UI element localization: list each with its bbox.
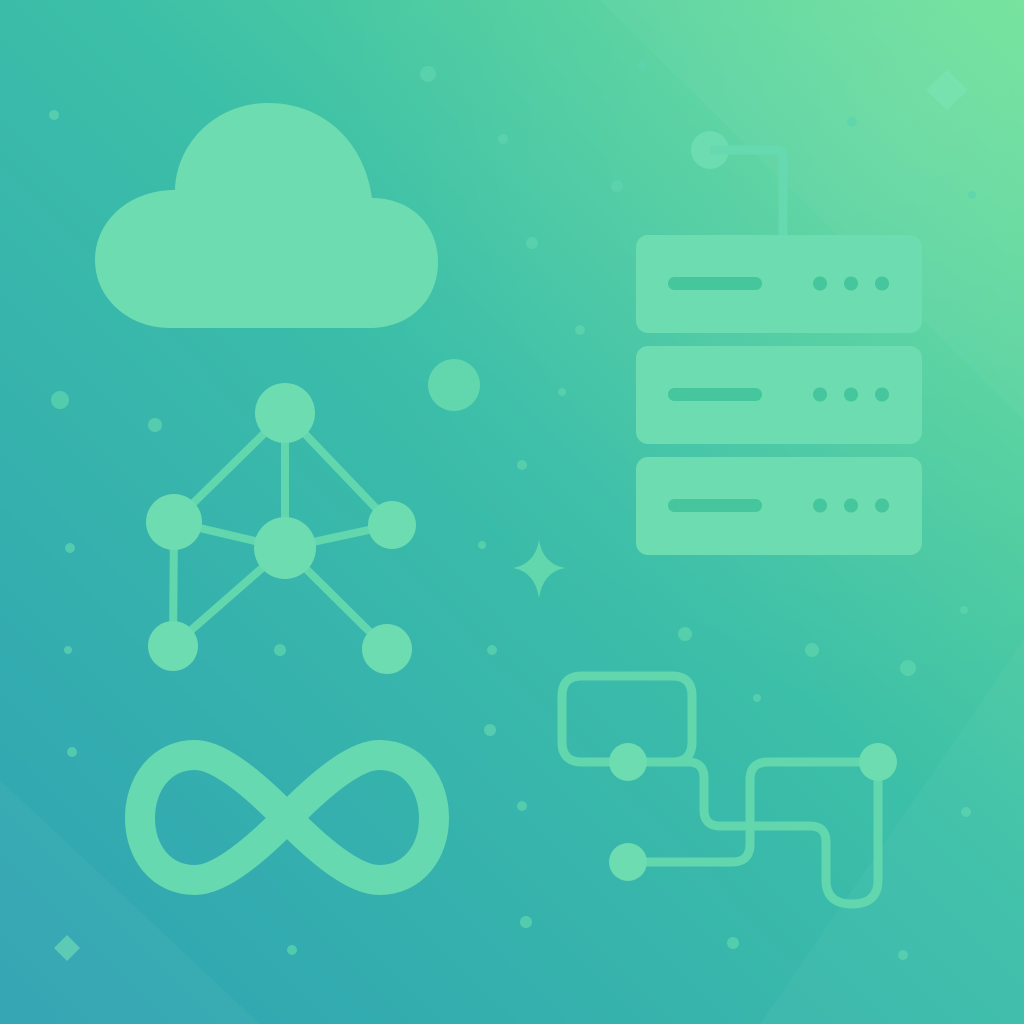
circuit-lines xyxy=(557,671,883,909)
network-node xyxy=(148,621,198,671)
server-unit-bottom xyxy=(636,457,922,555)
network-node xyxy=(362,624,412,674)
cloud-icon xyxy=(95,103,438,328)
circuit-path-icon xyxy=(557,671,897,909)
infinity-loop-icon xyxy=(125,740,449,895)
sparkle-icon xyxy=(513,540,565,598)
circuit-node xyxy=(609,743,647,781)
network-node xyxy=(254,517,316,579)
network-node xyxy=(368,501,416,549)
network-nodes xyxy=(146,383,416,674)
particles xyxy=(49,61,978,960)
network-graph-icon xyxy=(146,383,416,674)
network-node xyxy=(255,383,315,443)
circuit-node xyxy=(609,843,647,881)
circuit-endpoints xyxy=(609,743,897,881)
server-unit-middle xyxy=(636,346,922,444)
diamond-accents xyxy=(54,70,968,961)
network-node xyxy=(146,494,202,550)
server-stack-icon xyxy=(636,131,922,555)
server-connector xyxy=(691,131,788,236)
circuit-node xyxy=(859,743,897,781)
server-unit-top xyxy=(636,235,922,333)
floating-orb xyxy=(428,359,480,411)
